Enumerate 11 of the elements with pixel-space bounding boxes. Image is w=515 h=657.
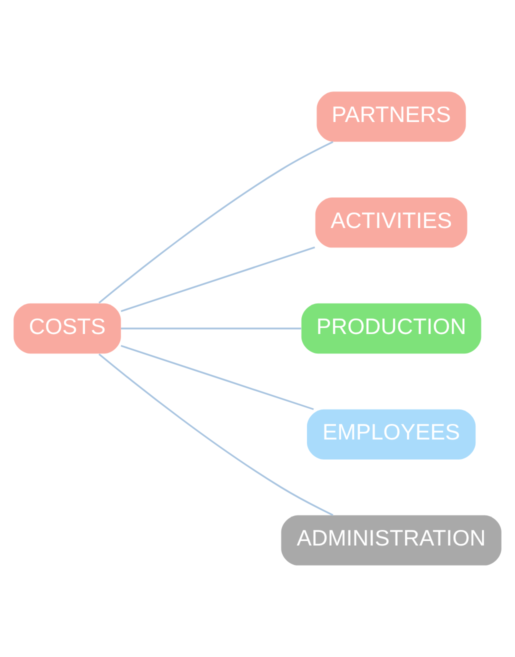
connector — [121, 328, 302, 330]
node-box: ADMINISTRATION — [281, 515, 502, 566]
node-box: COSTS — [14, 303, 121, 354]
node-box: PARTNERS — [316, 92, 466, 142]
connector — [120, 246, 316, 312]
node-box: PRODUCTION — [301, 303, 482, 354]
node-box: ACTIVITIES — [315, 198, 468, 248]
connector — [120, 344, 314, 410]
node-box: EMPLOYEES — [306, 409, 476, 460]
connector — [98, 353, 334, 516]
connector — [98, 141, 334, 304]
